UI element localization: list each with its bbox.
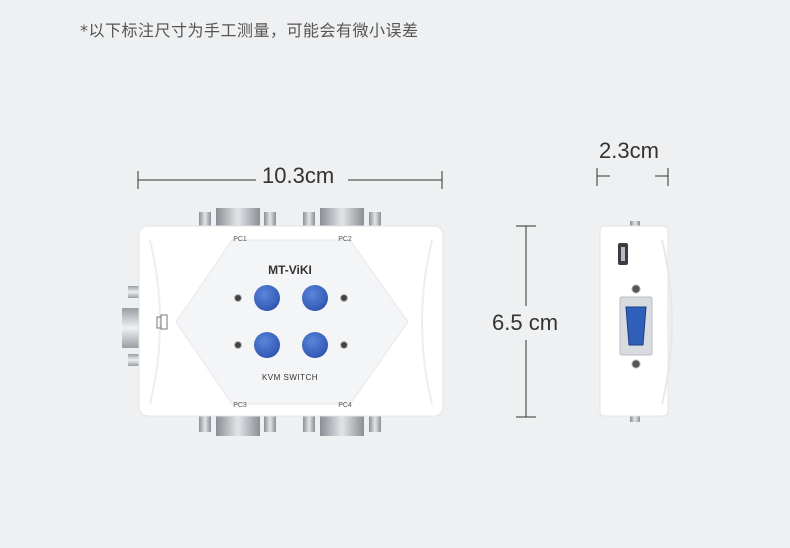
vga-connector-bottom-left	[199, 414, 276, 436]
pc3-select-button[interactable]	[254, 332, 280, 358]
monitor-port-icon	[156, 314, 168, 330]
width-dimension-line	[137, 171, 443, 189]
port-label-pc1: PC1	[233, 236, 247, 243]
vga-port-blue	[619, 296, 653, 356]
measurement-note: *以下标注尺寸为手工测量，可能会有微小误差	[80, 21, 419, 40]
vga-connector-bottom-right	[303, 414, 381, 436]
kvm-front-view: MT-ViKI KVM SWITCH PC1 PC2 PC3 PC4	[122, 208, 444, 436]
height-dimension-line	[516, 225, 536, 418]
depth-dimension-label: 2.3cm	[599, 138, 659, 163]
product-label: KVM SWITCH	[262, 373, 318, 382]
pc1-select-button[interactable]	[254, 285, 280, 311]
vga-connector-top-left	[199, 208, 276, 228]
pc1-led-indicator	[234, 294, 242, 302]
port-label-pc3: PC3	[233, 402, 247, 409]
brand-logo: MT-ViKI	[268, 263, 312, 277]
pc4-led-indicator	[340, 341, 348, 349]
height-dimension-label: 6.5 cm	[492, 310, 559, 335]
screw-top	[631, 284, 641, 294]
screw-bottom	[631, 359, 641, 369]
pc4-select-button[interactable]	[302, 332, 328, 358]
kvm-side-view	[599, 221, 673, 422]
pc2-led-indicator	[340, 294, 348, 302]
port-label-pc2: PC2	[338, 236, 352, 243]
vga-connector-left	[122, 286, 140, 366]
depth-dimension-line	[596, 168, 669, 186]
width-dimension-label: 10.3cm	[262, 163, 335, 188]
pc3-led-indicator	[234, 341, 242, 349]
pc2-select-button[interactable]	[302, 285, 328, 311]
port-label-pc4: PC4	[338, 402, 352, 409]
vga-connector-top-right	[303, 208, 381, 228]
